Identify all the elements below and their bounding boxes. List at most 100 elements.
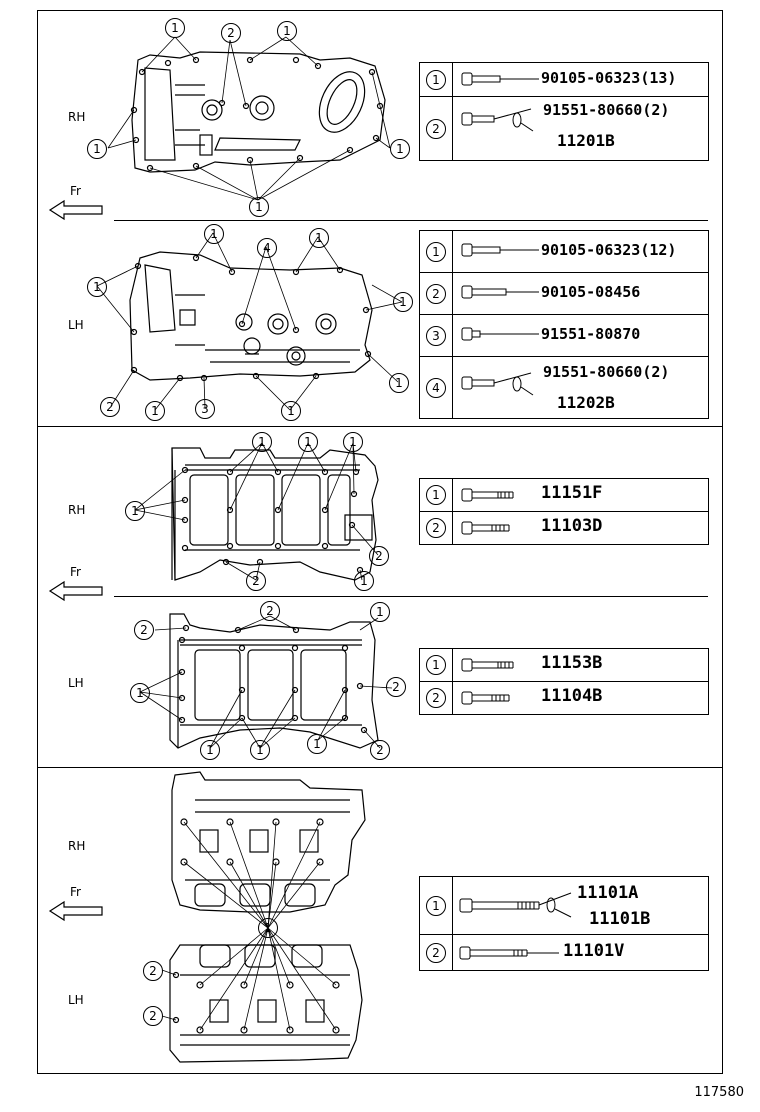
legend-table-head-cover-rh: 1 90105-06323(13) 2 91551-80660(2) 11201…	[419, 62, 709, 161]
callout-1: 1	[298, 432, 318, 452]
callout-2: 2	[221, 23, 241, 43]
callout-1: 1	[165, 18, 185, 38]
front-label: Fr	[70, 184, 81, 198]
part-number: 91551-80870	[541, 325, 641, 343]
legend-num: 3	[426, 325, 446, 346]
callout-1: 1	[343, 432, 363, 452]
section-midline	[114, 220, 708, 221]
legend-num: 2	[426, 688, 446, 708]
bolt-icon	[459, 946, 559, 960]
part-number: 91551-80660(2)	[543, 101, 670, 119]
bolt-icon	[461, 72, 539, 86]
front-arrow: Fr	[38, 885, 118, 935]
rh-cylinder-head	[171, 771, 366, 913]
callout-1: 1	[87, 139, 107, 159]
callout-1: 1	[130, 683, 150, 703]
legend-num: 2	[426, 283, 446, 304]
callout-1: 1	[389, 373, 409, 393]
part-number-washer: 11201B	[557, 131, 615, 150]
legend-num: 2	[426, 518, 446, 538]
callout-1: 1	[277, 21, 297, 41]
legend-num: 2	[426, 118, 446, 139]
front-label: Fr	[70, 565, 81, 579]
legend-num: 1	[426, 485, 446, 505]
legend-num: 1	[426, 241, 446, 262]
callout-2: 2	[386, 677, 406, 697]
lh-cover-leader-lines	[96, 232, 403, 411]
section-midline	[114, 596, 708, 597]
legend-num: 1	[426, 895, 446, 916]
part-number: 90105-06323(13)	[541, 69, 677, 87]
callout-1: 1	[281, 401, 301, 421]
bolt-icon	[461, 658, 514, 672]
part-number: 90105-06323(12)	[541, 241, 677, 259]
part-number: 11151F	[541, 483, 603, 503]
callout-1: 1	[252, 432, 272, 452]
legend-table-cylinder-head: 1 11101A 11101B 2 11101V	[419, 876, 709, 971]
legend-num: 1	[426, 655, 446, 675]
legend-num: 1	[426, 69, 446, 90]
part-number: 11101A	[577, 883, 639, 903]
bolt-with-washer-icon	[461, 108, 534, 132]
part-number: 11103D	[541, 516, 603, 536]
rh-cover-leader-lines	[107, 36, 391, 201]
part-number: 11153B	[541, 653, 603, 673]
callout-4: 4	[257, 238, 277, 258]
callout-1: 1	[249, 197, 269, 217]
callout-1: 1	[354, 571, 374, 591]
section-divider	[37, 767, 723, 768]
bolt-icon	[461, 243, 539, 257]
part-number: 90105-08456	[541, 283, 641, 301]
lh-cylinder-head-cover	[129, 251, 373, 382]
bolt-icon	[461, 327, 539, 341]
legend-num: 4	[426, 377, 446, 398]
lh-cylinder-head	[169, 944, 363, 1063]
callout-1: 1	[309, 228, 329, 248]
part-number: 11101V	[563, 941, 625, 961]
callout-2: 2	[369, 546, 389, 566]
callout-2: 2	[260, 601, 280, 621]
legend-num: 2	[426, 942, 446, 963]
lh-label: LH	[68, 993, 84, 1007]
callout-1: 1	[200, 740, 220, 760]
legend-table-head-cover-lh: 1 90105-06323(12) 2 90105-08456 3 91551-…	[419, 230, 709, 419]
callout-1: 1	[258, 918, 278, 938]
callout-2: 2	[100, 397, 120, 417]
rh-label: RH	[68, 110, 86, 124]
callout-1: 1	[307, 734, 327, 754]
part-number: 91551-80660(2)	[543, 363, 670, 381]
bolt-with-washer-icon	[459, 892, 572, 918]
rh-cylinder-block	[171, 447, 379, 581]
callout-2: 2	[246, 571, 266, 591]
arrow-left-icon	[48, 199, 103, 221]
callout-2: 2	[143, 961, 163, 981]
part-number: 11104B	[541, 686, 603, 706]
lh-label: LH	[68, 676, 84, 690]
part-number-washer: 11202B	[557, 393, 615, 412]
head-bolt-leader-lines	[161, 821, 337, 1031]
callout-1: 1	[145, 401, 165, 421]
callout-1: 1	[125, 501, 145, 521]
callout-2: 2	[370, 740, 390, 760]
callout-1: 1	[250, 740, 270, 760]
part-number-washer: 11101B	[589, 909, 651, 929]
front-arrow: Fr	[38, 565, 118, 615]
callout-1: 1	[87, 277, 107, 297]
bolt-icon	[461, 285, 539, 299]
lh-label: LH	[68, 318, 84, 332]
bolt-icon	[461, 488, 514, 502]
arrow-left-icon	[48, 580, 103, 602]
figure-id: 117580	[694, 1085, 744, 1100]
arrow-left-icon	[48, 900, 103, 922]
callout-3: 3	[195, 399, 215, 419]
rh-label: RH	[68, 839, 86, 853]
legend-table-block-rh: 1 11151F 2 11103D	[419, 478, 709, 545]
lh-cylinder-block	[169, 613, 379, 749]
front-arrow: Fr	[38, 184, 118, 234]
bolt-icon	[461, 691, 510, 705]
callout-1: 1	[370, 602, 390, 622]
callout-1: 1	[204, 224, 224, 244]
front-label: Fr	[70, 885, 81, 899]
bolt-icon	[461, 521, 510, 535]
rh-cylinder-head-cover	[130, 51, 386, 173]
